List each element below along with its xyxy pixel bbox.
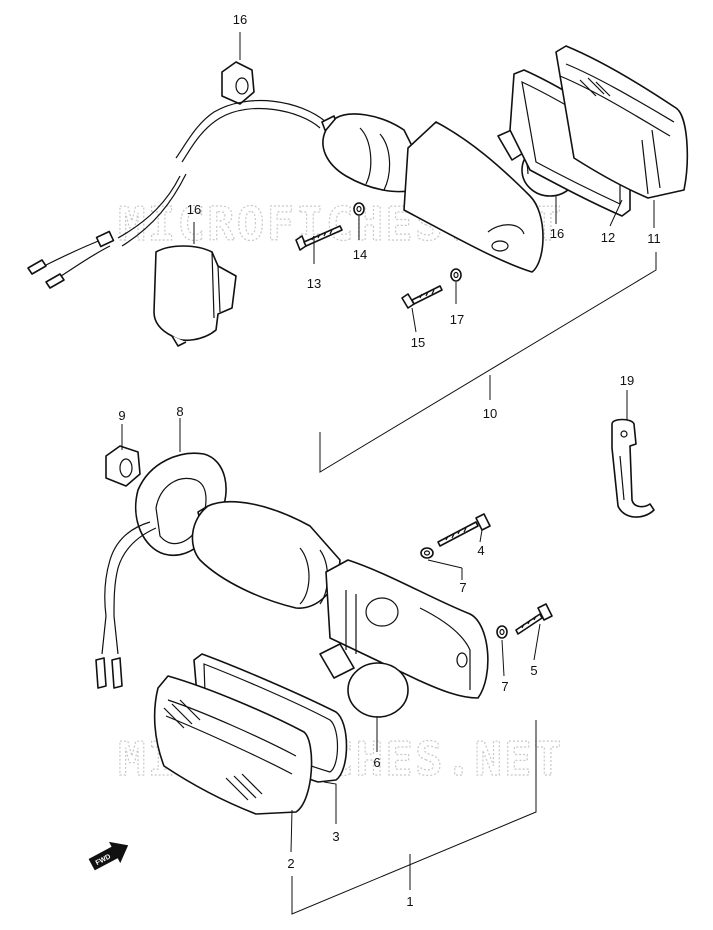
part-17-grommet[interactable] <box>221 61 255 105</box>
part-18-relay[interactable] <box>153 245 237 347</box>
part-14-screw[interactable] <box>401 285 443 309</box>
part-2-lower-lens[interactable] <box>153 675 313 815</box>
callout-3: 3 <box>332 829 339 844</box>
callout-6: 6 <box>373 755 380 770</box>
callout-18: 16 <box>187 202 201 217</box>
callout-2: 2 <box>287 856 294 871</box>
callout-13: 13 <box>307 276 321 291</box>
part-19-bracket[interactable] <box>611 418 655 518</box>
upper-wire-harness <box>27 99 327 289</box>
part-10-upper-stalk[interactable] <box>321 113 544 273</box>
part-6-lower-bulb[interactable] <box>319 643 409 718</box>
part-7-washer-a[interactable] <box>420 547 434 559</box>
callout-12: 12 <box>601 230 615 245</box>
part-9-grommet[interactable] <box>105 445 141 487</box>
callout-9: 9 <box>118 408 125 423</box>
callout-15: 16 <box>550 226 564 241</box>
callout-10: 10 <box>483 406 497 421</box>
callout-19: 19 <box>620 373 634 388</box>
part-5-screw[interactable] <box>515 603 553 635</box>
callout-16-b: 17 <box>450 312 464 327</box>
lower-wire-harness <box>95 521 157 689</box>
part-16-washer-a[interactable] <box>353 202 365 216</box>
callout-7-a: 7 <box>459 580 466 595</box>
callout-17: 16 <box>233 12 247 27</box>
leader-lines <box>121 32 657 915</box>
callout-1: 1 <box>406 894 413 909</box>
part-16-washer-b[interactable] <box>450 268 462 282</box>
part-4-screw[interactable] <box>437 513 491 547</box>
callout-5: 5 <box>530 663 537 678</box>
part-11-upper-lens[interactable] <box>555 45 689 199</box>
callout-8: 8 <box>176 404 183 419</box>
callout-4: 4 <box>477 543 484 558</box>
fwd-arrow-icon: FWD <box>88 841 129 871</box>
callout-14: 15 <box>411 335 425 350</box>
callout-7-b: 7 <box>501 679 508 694</box>
part-1-lower-stalk[interactable] <box>191 500 489 699</box>
callout-11: 11 <box>647 231 661 246</box>
callout-16-a: 14 <box>353 247 367 262</box>
part-7-washer-b[interactable] <box>496 625 508 639</box>
